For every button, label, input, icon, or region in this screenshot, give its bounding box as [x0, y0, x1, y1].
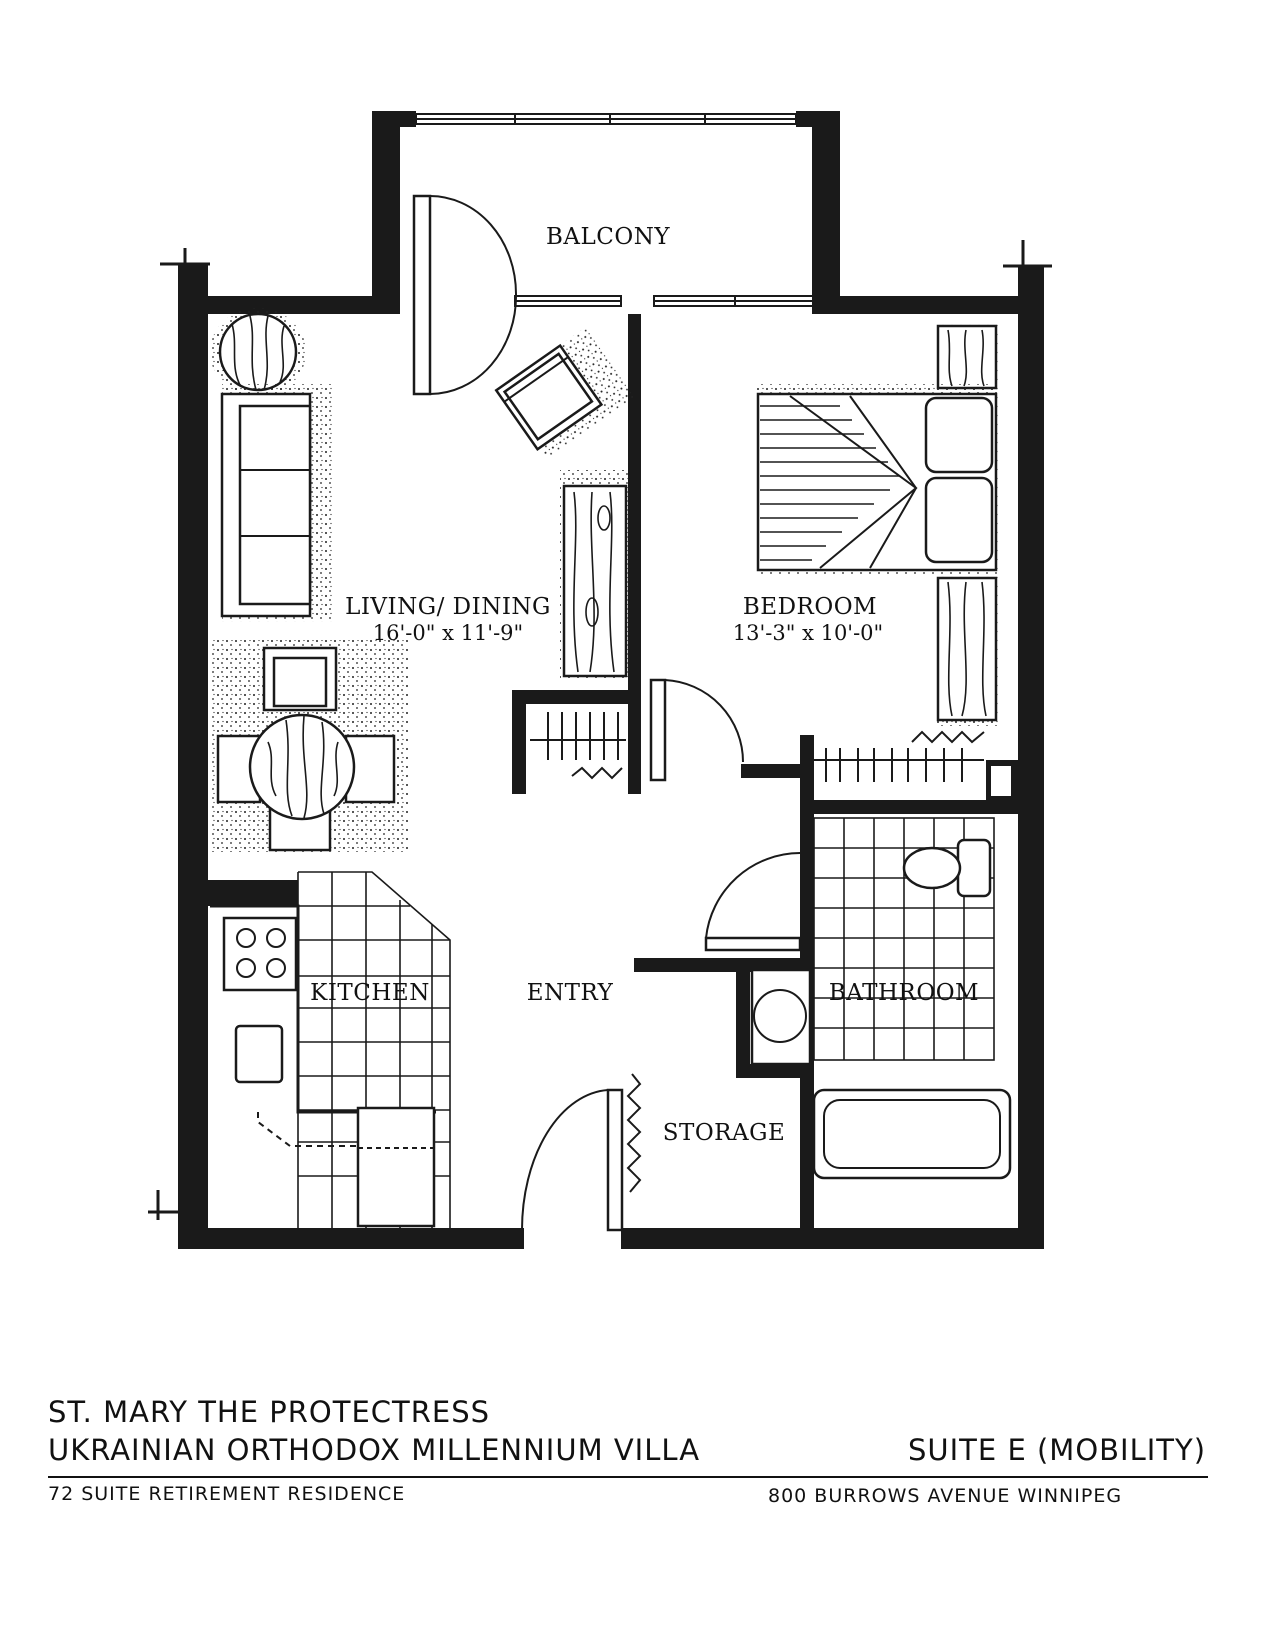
doors — [412, 194, 802, 1232]
kitchen-fixtures — [210, 871, 451, 1228]
label-bedroom: BEDROOM — [743, 594, 877, 620]
bathroom-fixtures — [626, 817, 1012, 1193]
label-living-dining-dims: 16'-0" x 11'-9" — [373, 621, 523, 645]
floor-plan: BALCONY LIVING/ DINING 16'-0" x 11'-9" B… — [148, 111, 1052, 1249]
subtitle: 72 SUITE RETIREMENT RESIDENCE — [48, 1483, 406, 1505]
address: 800 BURROWS AVENUE WINNIPEG — [768, 1485, 1123, 1507]
living-furniture — [210, 308, 635, 852]
bedroom-furniture — [756, 322, 1000, 782]
suite-label: SUITE E (MOBILITY) — [908, 1433, 1207, 1467]
windows — [415, 113, 815, 307]
title-line-2: UKRAINIAN ORTHODOX MILLENNIUM VILLA — [48, 1433, 701, 1467]
room-labels: BALCONY LIVING/ DINING 16'-0" x 11'-9" B… — [310, 224, 979, 1146]
label-storage: STORAGE — [663, 1120, 786, 1146]
title-line-1: ST. MARY THE PROTECTRESS — [48, 1395, 491, 1429]
label-balcony: BALCONY — [546, 224, 670, 250]
label-bedroom-dims: 13'-3" x 10'-0" — [733, 621, 883, 645]
label-bathroom: BATHROOM — [829, 980, 979, 1006]
title-rule — [48, 1476, 1208, 1478]
label-kitchen: KITCHEN — [310, 980, 430, 1006]
wall-ticks — [148, 240, 1052, 1220]
label-living-dining: LIVING/ DINING — [345, 594, 551, 620]
label-entry: ENTRY — [527, 980, 614, 1006]
title-block: ST. MARY THE PROTECTRESS UKRAINIAN ORTHO… — [48, 1395, 1228, 1507]
walls — [178, 111, 1044, 1249]
